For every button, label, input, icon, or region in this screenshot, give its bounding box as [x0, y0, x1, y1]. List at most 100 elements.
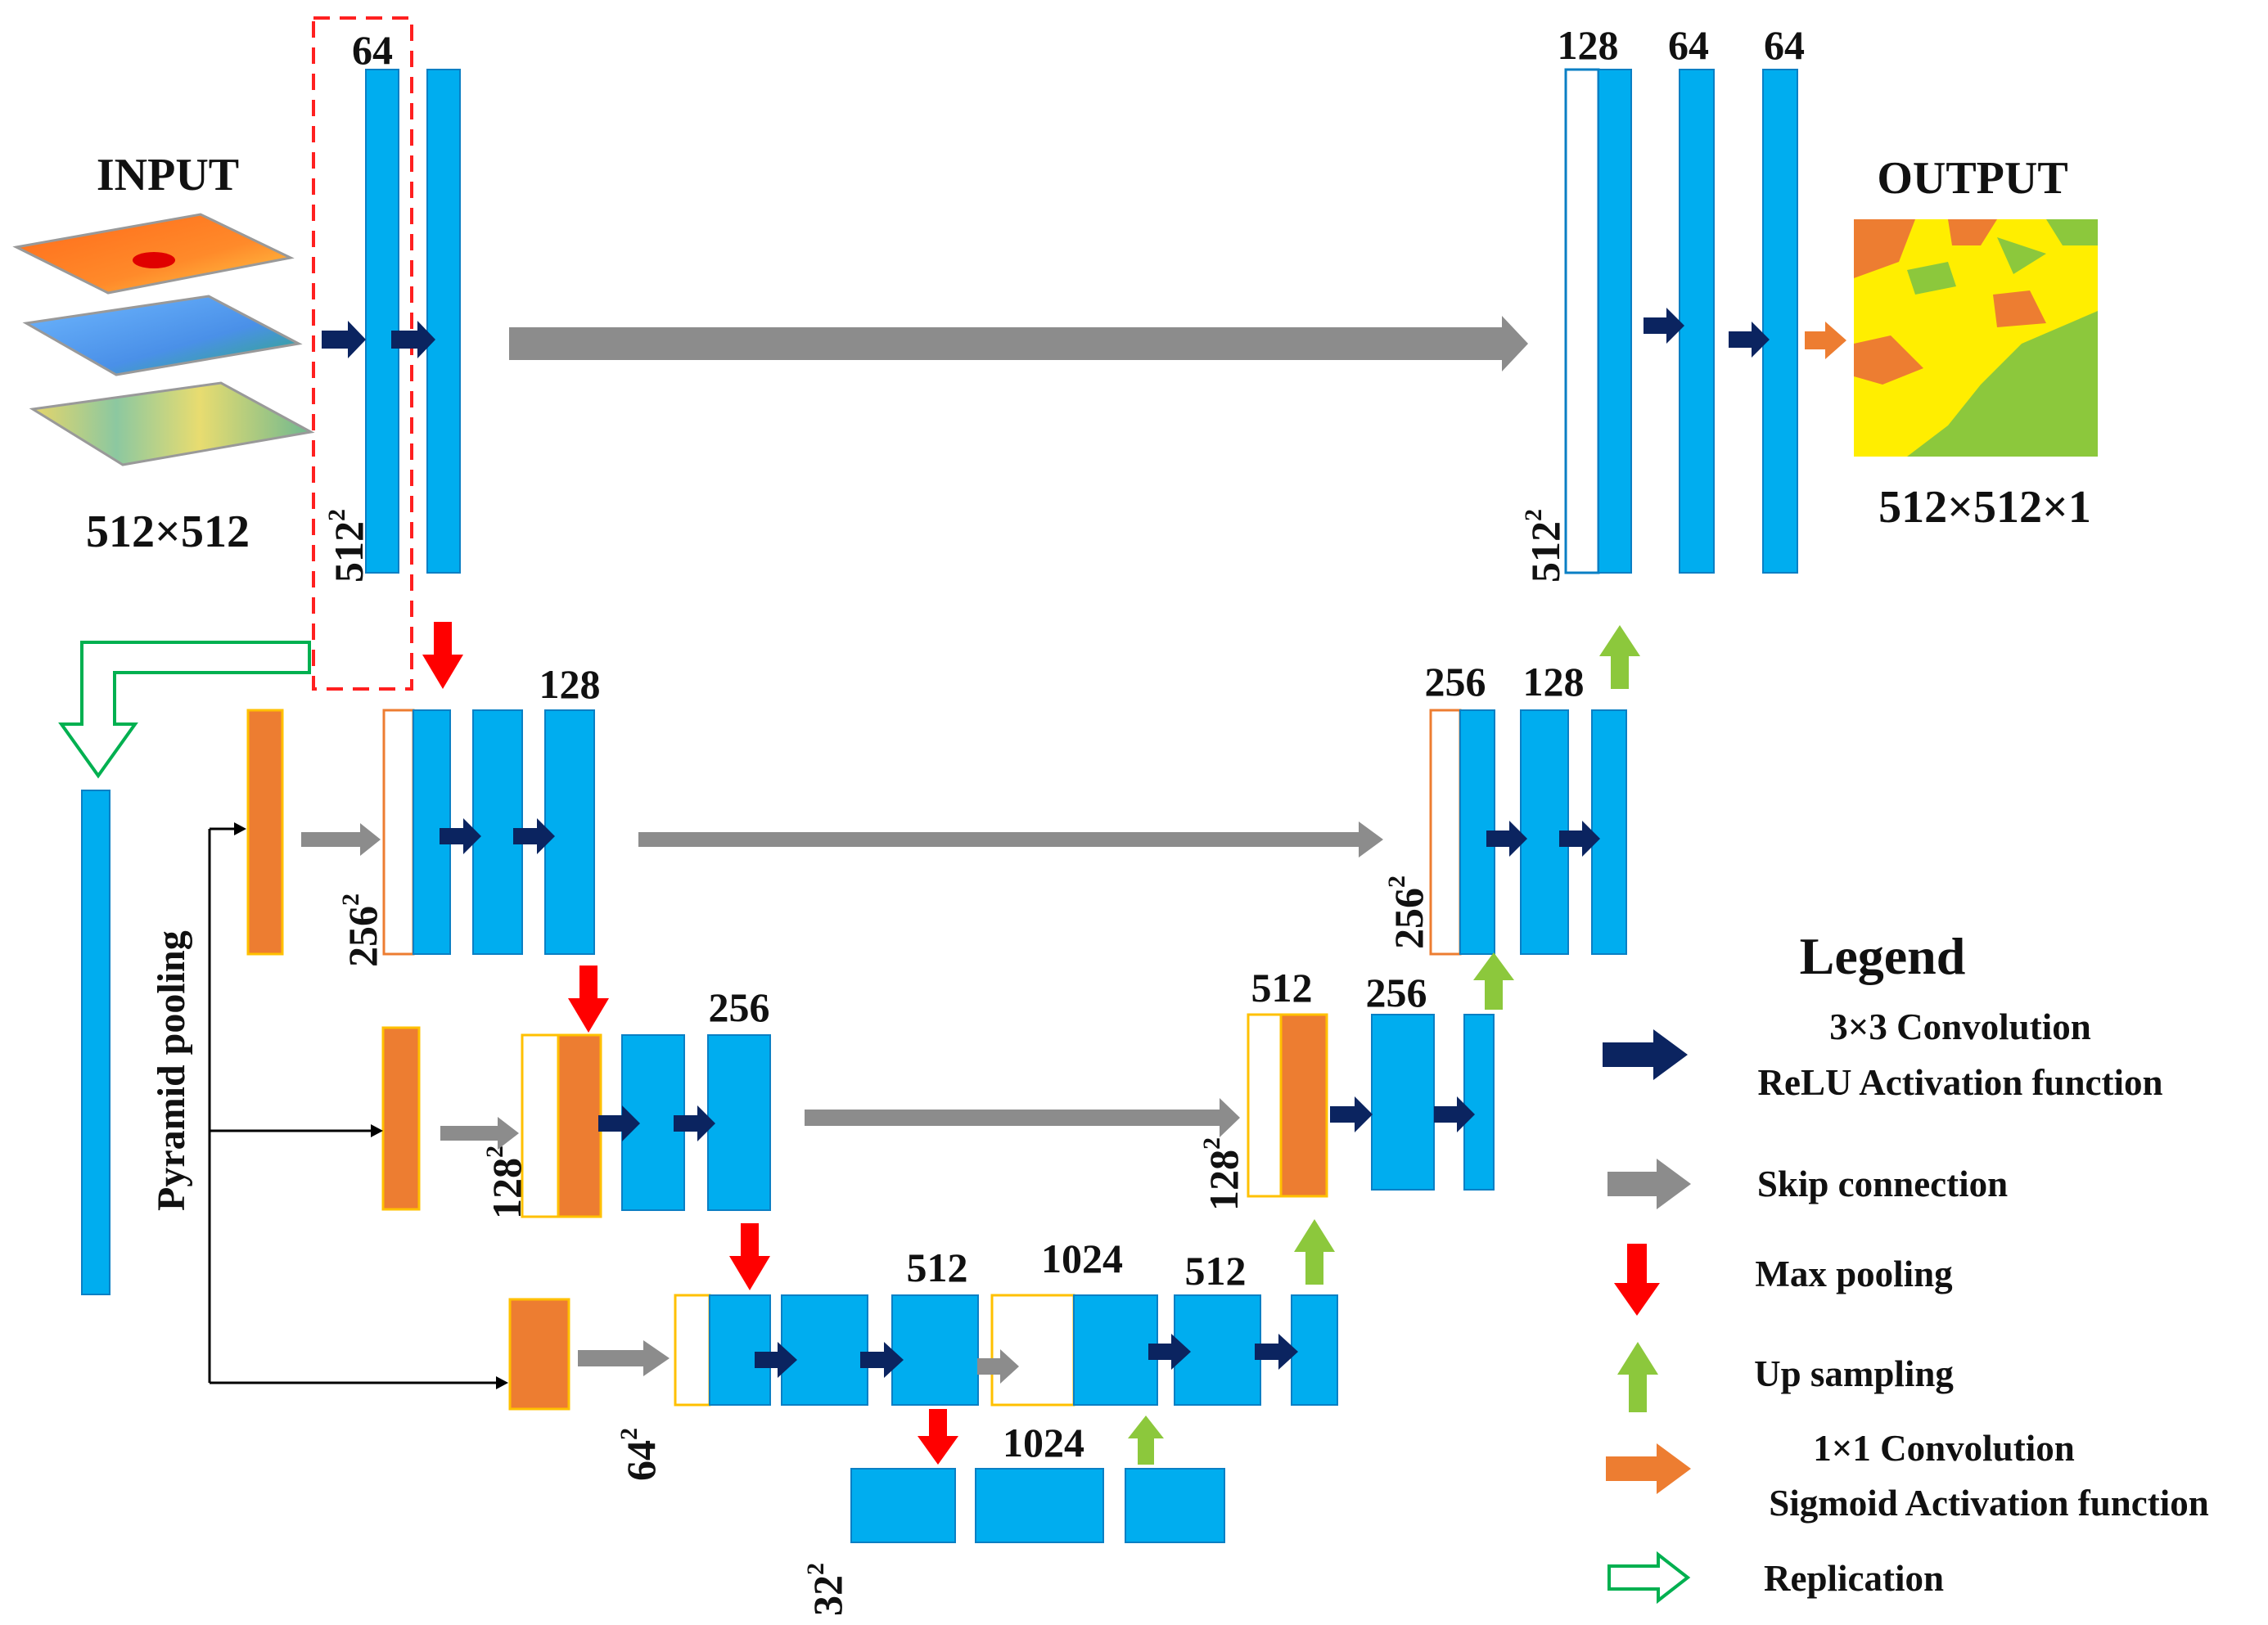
legend-skip-icon: [1607, 1159, 1691, 1209]
dec1-b-channels: 64: [1764, 22, 1805, 68]
maxpool-arrows: [422, 622, 958, 1465]
maxpool-arrow-2: [568, 966, 609, 1033]
conv-arrow-enc4-b: [860, 1342, 904, 1378]
enc3-block-b: [707, 1034, 771, 1211]
conv-arrow-dec2-b: [1559, 821, 1600, 857]
enc3-channels: 256: [709, 984, 770, 1030]
conv-arrow-enc1-b: [391, 321, 435, 358]
dec3-in-channels: 512: [1251, 965, 1313, 1011]
upsample-arrow-4: [1599, 625, 1640, 689]
dec3-block-a: [1371, 1014, 1435, 1191]
enc2-channels: 128: [539, 661, 601, 707]
skip-arrow-pool1: [301, 823, 381, 856]
input-layer-2: [22, 295, 303, 376]
legend-conv-line1: 3×3 Convolution: [1829, 1006, 2090, 1047]
skip-arrow-level3: [805, 1098, 1240, 1137]
dec3-upsampled-block: [1279, 1013, 1328, 1198]
enc2-resolution: 2562: [337, 894, 386, 967]
conv-arrow-dec1-a: [1644, 308, 1684, 344]
upsample-arrow-2: [1294, 1219, 1335, 1285]
conv-arrow-enc3-a: [598, 1105, 640, 1141]
dec2-concat-block: [1429, 709, 1462, 956]
dec1-in-channels: 128: [1558, 22, 1619, 68]
dec1-block-a: [1598, 69, 1632, 574]
pyramid-connector-lines: [208, 822, 508, 1389]
skip-arrow-level2: [638, 822, 1383, 858]
replication-arrow: [58, 641, 311, 779]
replicated-feature-block: [81, 790, 110, 1295]
input-size: 512×512: [86, 506, 250, 557]
upsample-arrow-1: [1128, 1416, 1164, 1465]
legend: Legend 3×3 Convolution ReLU Activation f…: [1603, 927, 2209, 1605]
skip-arrow-pool2: [440, 1117, 519, 1150]
dec4-block-c: [1291, 1294, 1338, 1406]
legend-output-conv-line2: Sigmoid Activation function: [1769, 1483, 2209, 1524]
enc3-resolution: 1282: [481, 1146, 530, 1219]
enc4-concat-block: [674, 1294, 711, 1407]
legend-title: Legend: [1800, 927, 1966, 985]
conv-arrow-enc1-a: [322, 321, 366, 358]
dec1-concat-block: [1564, 68, 1600, 574]
legend-upsample-text: Up sampling: [1754, 1353, 1954, 1394]
conv-arrow-dec3-b: [1434, 1096, 1475, 1132]
input-layer-3: [29, 381, 315, 466]
output-map: [1854, 219, 2098, 457]
enc4-resolution: 642: [615, 1428, 664, 1481]
dec3-out-channels: 256: [1366, 970, 1427, 1015]
skip-arrow-level4: [977, 1349, 1019, 1384]
skip-arrow-pool3: [578, 1340, 670, 1376]
legend-replication-text: Replication: [1764, 1558, 1944, 1599]
legend-conv-line2: ReLU Activation function: [1758, 1062, 2163, 1103]
legend-maxpool-text: Max pooling: [1755, 1254, 1953, 1294]
legend-replication-icon: [1607, 1551, 1691, 1605]
skip-arrow-level1: [509, 316, 1528, 371]
upsample-arrows: [1128, 625, 1640, 1465]
legend-conv-icon: [1603, 1029, 1688, 1080]
conv-arrow-enc3-b: [674, 1105, 715, 1141]
input-title: INPUT: [97, 150, 239, 200]
bottleneck-channels: 1024: [1003, 1420, 1084, 1465]
pyramid-pool-block-2: [381, 1026, 421, 1211]
bottleneck-block-b: [975, 1468, 1104, 1543]
dec2-out-channels: 128: [1523, 659, 1585, 704]
enc3-pooled-block: [557, 1033, 602, 1218]
enc4-channels: 512: [907, 1245, 968, 1290]
input-map-stack: [12, 213, 315, 466]
conv-arrow-enc2-a: [440, 818, 481, 854]
enc3-concat-block: [521, 1033, 560, 1218]
legend-skip-text: Skip connection: [1757, 1164, 2008, 1204]
legend-output-conv-line1: 1×1 Convolution: [1813, 1428, 2074, 1469]
legend-upsample-icon: [1617, 1342, 1658, 1412]
pyramid-pooling-label: Pyramid pooling: [150, 930, 193, 1211]
maxpool-arrow-1: [422, 622, 463, 689]
dec1-resolution: 5122: [1520, 509, 1568, 583]
enc1-block-a: [365, 69, 399, 574]
dec2-in-channels: 256: [1425, 659, 1486, 704]
dec3-block-b: [1463, 1014, 1495, 1191]
pyramid-pool-block-3: [508, 1298, 570, 1411]
conv-arrow-dec1-b: [1729, 322, 1770, 358]
conv-arrow-dec4-b: [1255, 1334, 1298, 1370]
maxpool-arrow-3: [729, 1223, 770, 1290]
bottleneck-block-a: [850, 1468, 956, 1543]
dec2-block-c: [1591, 709, 1627, 955]
legend-output-conv-icon: [1606, 1443, 1691, 1494]
dec1-block-c: [1762, 69, 1798, 574]
enc1-resolution: 5122: [323, 509, 372, 583]
conv-arrow-enc4-a: [755, 1342, 797, 1378]
enc4-block-a: [709, 1294, 771, 1406]
enc4-block-c: [891, 1294, 979, 1406]
bottleneck-resolution: 322: [802, 1563, 850, 1616]
bottleneck-block-c: [1125, 1468, 1225, 1543]
dec3-concat-block: [1247, 1013, 1283, 1198]
dec4-in-channels: 1024: [1041, 1236, 1123, 1281]
dec1-block-b: [1679, 69, 1715, 574]
dec4-out-channels: 512: [1185, 1248, 1247, 1294]
conv-arrow-dec2-a: [1486, 821, 1527, 857]
dec4-concat-block: [990, 1294, 1075, 1407]
enc1-channels: 64: [352, 27, 393, 73]
enc4-block-b: [781, 1294, 868, 1406]
upsample-arrow-3: [1473, 952, 1514, 1010]
conv-arrow-dec3-a: [1330, 1096, 1373, 1132]
